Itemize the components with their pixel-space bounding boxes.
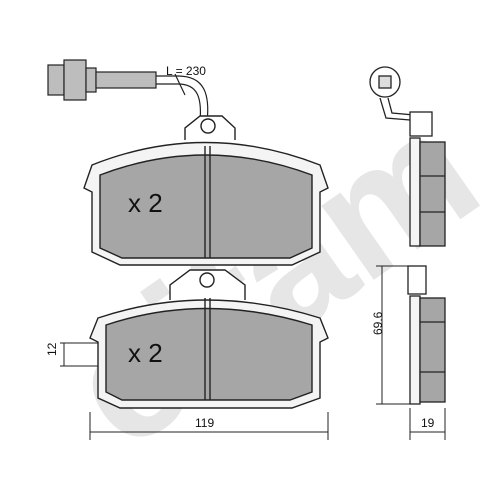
thickness-dimension: [409, 408, 446, 440]
connector-plug-body: [63, 59, 87, 101]
width-dimension-label: 119: [195, 416, 214, 430]
connector-plug-head: [47, 64, 65, 96]
side-view-top: [369, 66, 446, 247]
side-bottom-friction: [419, 297, 446, 403]
height-dimension: [376, 265, 410, 405]
wear-sensor-connector: [47, 59, 209, 123]
connector-plug-collar: [85, 67, 97, 93]
height-dimension-label: 69.6: [371, 311, 385, 335]
backing-dimension-label: 12: [45, 342, 59, 356]
width-dimension: [89, 412, 329, 440]
side-sensor-core: [378, 75, 392, 89]
side-top-friction: [419, 141, 446, 247]
backing-dimension: [60, 342, 98, 367]
bottom-pad-quantity: x 2: [128, 338, 163, 368]
sensor-wire-bend-a: [177, 75, 209, 123]
side-bottom-backing: [409, 295, 421, 405]
bottom-sensor-pin: [199, 272, 215, 288]
wire-leader-line: [174, 73, 186, 96]
side-top-backing: [409, 137, 421, 247]
thickness-dimension-label: 19: [421, 416, 435, 430]
side-bottom-clip: [407, 265, 427, 295]
side-view-bottom: [407, 265, 446, 405]
connector-sleeve: [95, 71, 157, 89]
sensor-wire-bend-b: [177, 83, 202, 123]
top-pad-quantity: x 2: [128, 188, 163, 218]
wire-length-label: L = 230: [166, 64, 206, 78]
top-friction-material: [99, 154, 313, 259]
top-sensor-pin: [200, 118, 216, 134]
bottom-brake-pad: [89, 269, 329, 409]
side-sensor-clip: [409, 111, 433, 137]
bottom-friction-material: [105, 307, 313, 401]
top-brake-pad: [83, 115, 329, 266]
